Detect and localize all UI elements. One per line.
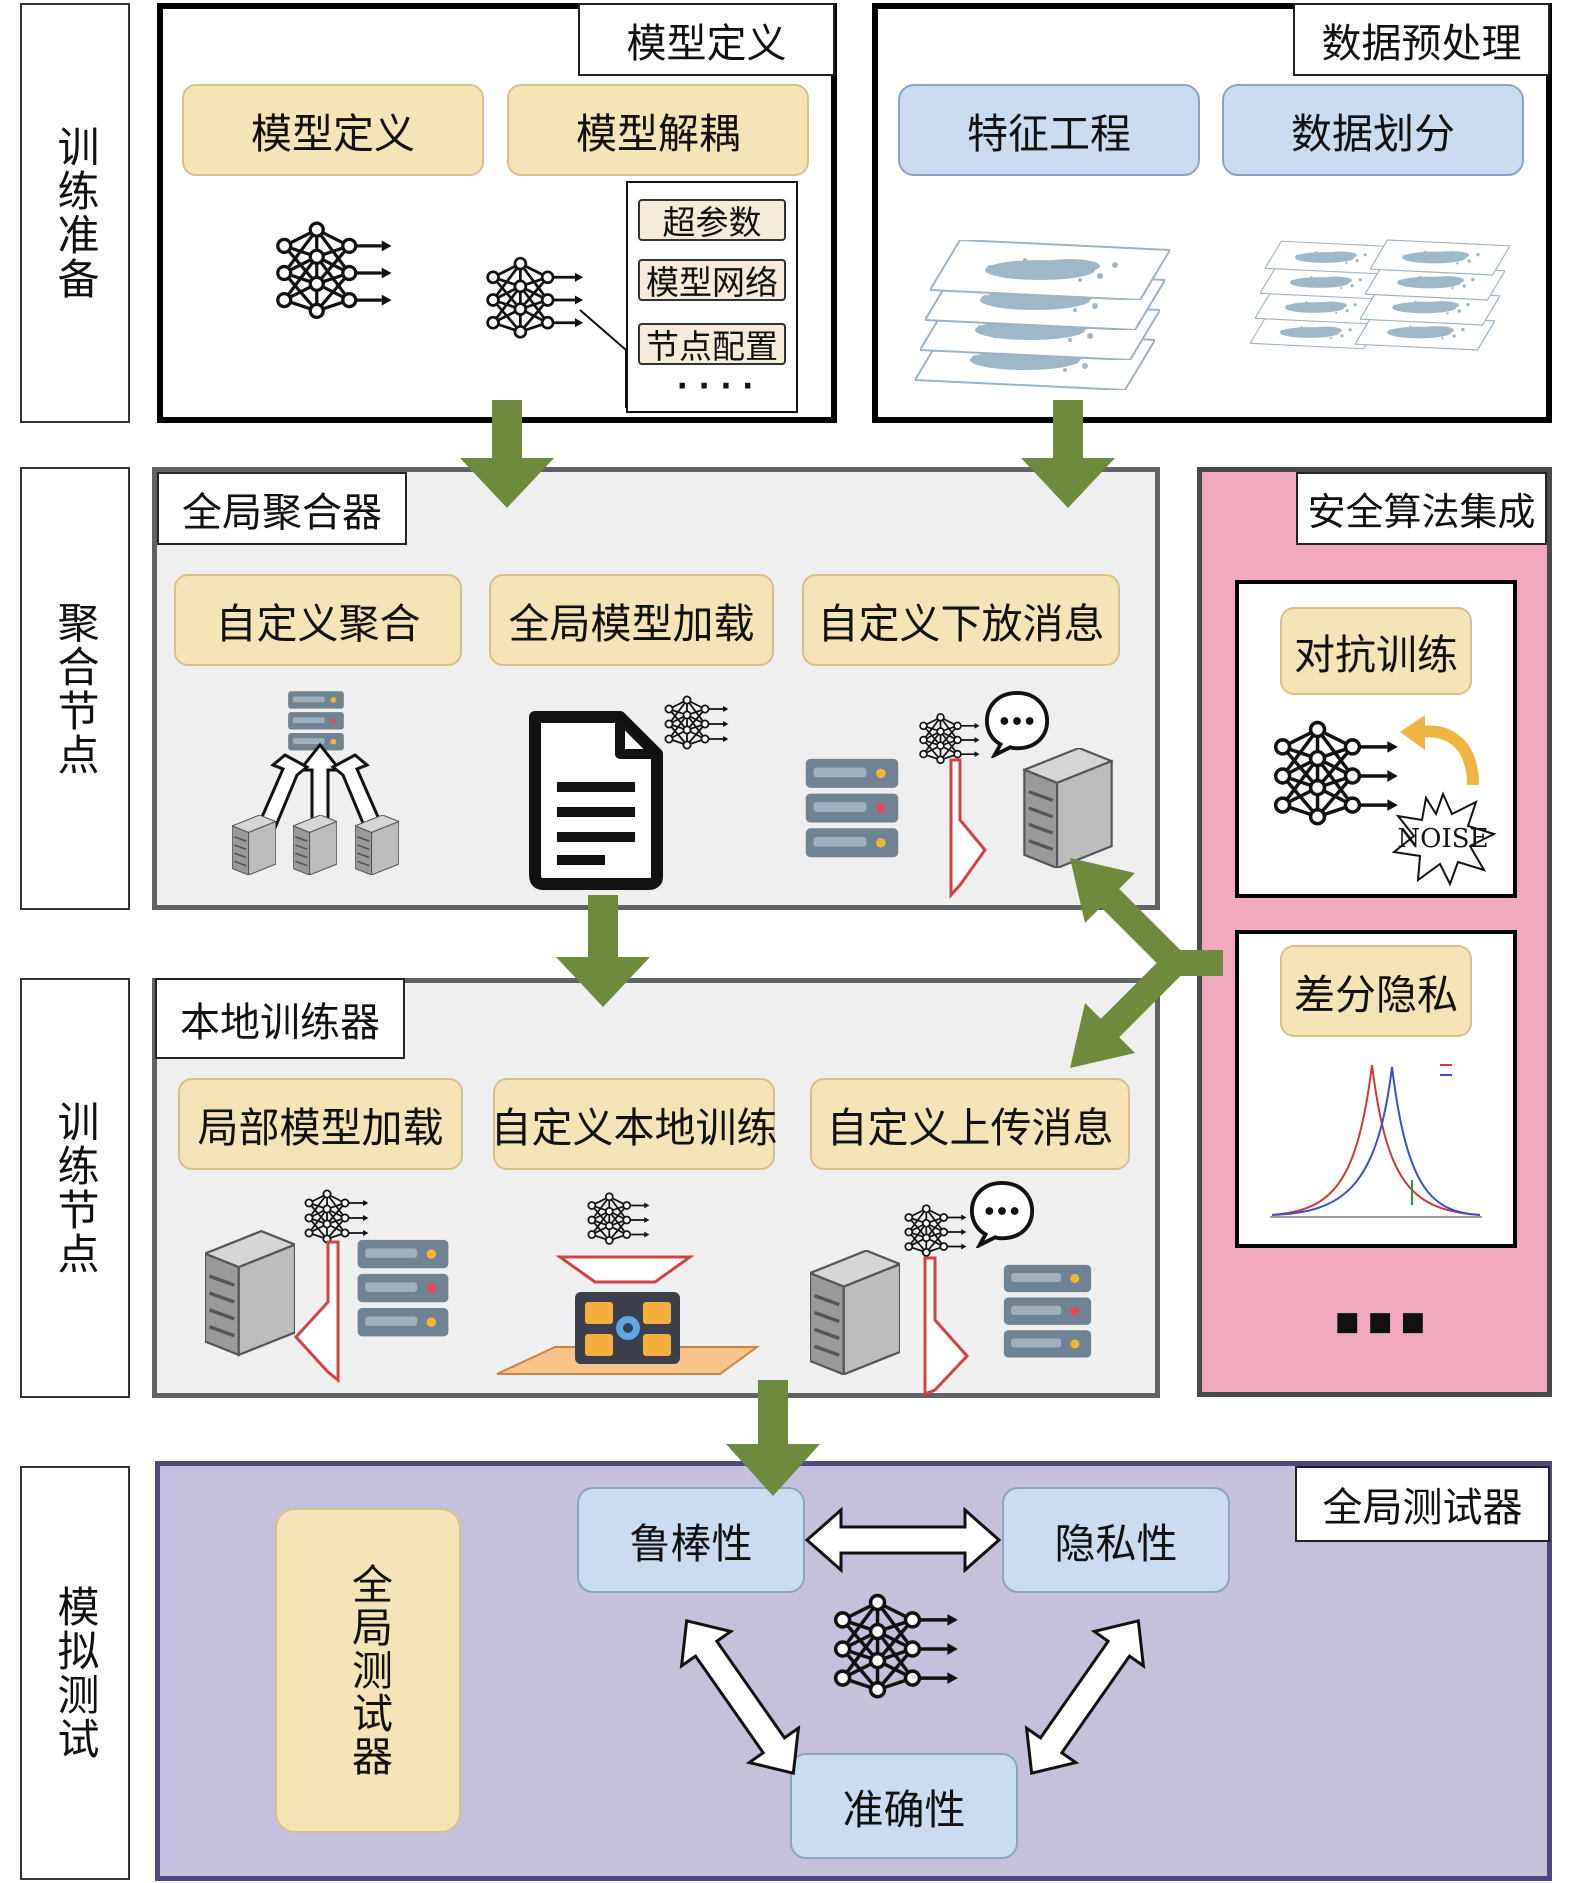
bidirectional-arrow-icon (679, 1618, 801, 1776)
custom-local-training-box: 自定义本地训练 (491, 1078, 778, 1170)
downlink-arrow-icon (949, 758, 987, 899)
neural-network-icon (268, 213, 398, 333)
hyperparameter-chip: 超参数 (638, 199, 786, 242)
server-icon (232, 815, 276, 875)
data-partition-box: 数据划分 (1222, 84, 1524, 176)
stage-label-aggregation: 聚合节点 (20, 467, 130, 910)
privacy-box: 隐私性 (1002, 1487, 1230, 1593)
server-icon (355, 815, 399, 875)
flow-arrow-down (726, 1380, 820, 1496)
neural-network-icon (478, 250, 590, 350)
stage-label-prep: 训练准备 (20, 3, 130, 423)
server-icon (293, 815, 337, 875)
feedback-arrow-icon (1400, 715, 1479, 786)
global-tester-title: 全局测试器 (1295, 1466, 1550, 1542)
security-integration-title: 安全算法集成 (1296, 472, 1547, 545)
neural-network-icon (833, 1593, 960, 1699)
data-preprocessing-title: 数据预处理 (1293, 3, 1550, 76)
custom-aggregation-box: 自定义聚合 (174, 574, 462, 666)
server-icon (810, 1250, 900, 1375)
server-icon (1023, 748, 1113, 868)
differential-privacy-box: 差分隐私 (1280, 945, 1472, 1037)
security-ellipsis: ■ ■ ■ (1334, 1307, 1426, 1337)
scatter-layers-icon (1250, 239, 1510, 351)
neural-network-icon (1273, 720, 1400, 826)
model-network-chip: 模型网络 (638, 259, 786, 302)
model-definition-title: 模型定义 (578, 3, 835, 76)
neural-network-icon (587, 1192, 651, 1245)
adversarial-training-box: 对抗训练 (1280, 607, 1472, 695)
upload-arrow-icon (923, 1256, 970, 1397)
model-definition-box: 模型定义 (182, 84, 484, 176)
global-tester-side-box: 全局测试器 (275, 1508, 461, 1833)
global-aggregator-title: 全局聚合器 (157, 472, 407, 545)
upload-arrow-icon (293, 1240, 340, 1384)
neural-network-icon (904, 1204, 968, 1257)
robustness-box: 鲁棒性 (577, 1487, 805, 1593)
stage-label-text: 聚合节点 (51, 600, 100, 777)
stage-label-testing: 模拟测试 (20, 1466, 130, 1880)
accuracy-box: 准确性 (790, 1753, 1018, 1859)
stage-label-text: 训练节点 (51, 1100, 100, 1276)
local-model-loading-box: 局部模型加载 (178, 1078, 463, 1170)
global-tester-side-label: 全局测试器 (344, 1563, 393, 1778)
custom-downlink-message-box: 自定义下放消息 (802, 574, 1120, 666)
stage-label-text: 训练准备 (51, 125, 100, 301)
stage-label-text: 模拟测试 (51, 1585, 100, 1761)
flow-arrow-down (1021, 400, 1115, 508)
security-injection-arrow (1070, 858, 1223, 1068)
training-platform-icon (496, 1255, 761, 1375)
server-icon (357, 1239, 449, 1337)
neural-network-icon (664, 695, 730, 750)
noise-label: NOISE (1397, 824, 1489, 854)
stage-label-training: 训练节点 (20, 978, 130, 1398)
model-decoupling-box: 模型解耦 (507, 84, 809, 176)
feature-engineering-box: 特征工程 (898, 84, 1200, 176)
flow-arrow-down (460, 400, 554, 508)
node-config-chip: 节点配置 (638, 323, 786, 366)
bidirectional-arrow-icon (804, 1506, 1002, 1574)
custom-upload-message-box: 自定义上传消息 (810, 1078, 1130, 1170)
document-icon (529, 711, 663, 890)
noise-burst-icon (1391, 791, 1497, 887)
config-ellipsis: · · · · (676, 369, 754, 404)
distribution-curve-icon (1270, 1064, 1482, 1218)
server-icon (805, 758, 899, 858)
scatter-layers-icon (915, 240, 1170, 390)
server-icon (205, 1229, 295, 1357)
bidirectional-arrow-icon (1024, 1618, 1146, 1776)
chat-bubble-icon (969, 1180, 1035, 1248)
flow-arrow-down (556, 895, 650, 1007)
local-trainer-title: 本地训练器 (155, 978, 405, 1059)
server-icon (1003, 1264, 1092, 1358)
global-model-loading-box: 全局模型加载 (489, 574, 774, 666)
